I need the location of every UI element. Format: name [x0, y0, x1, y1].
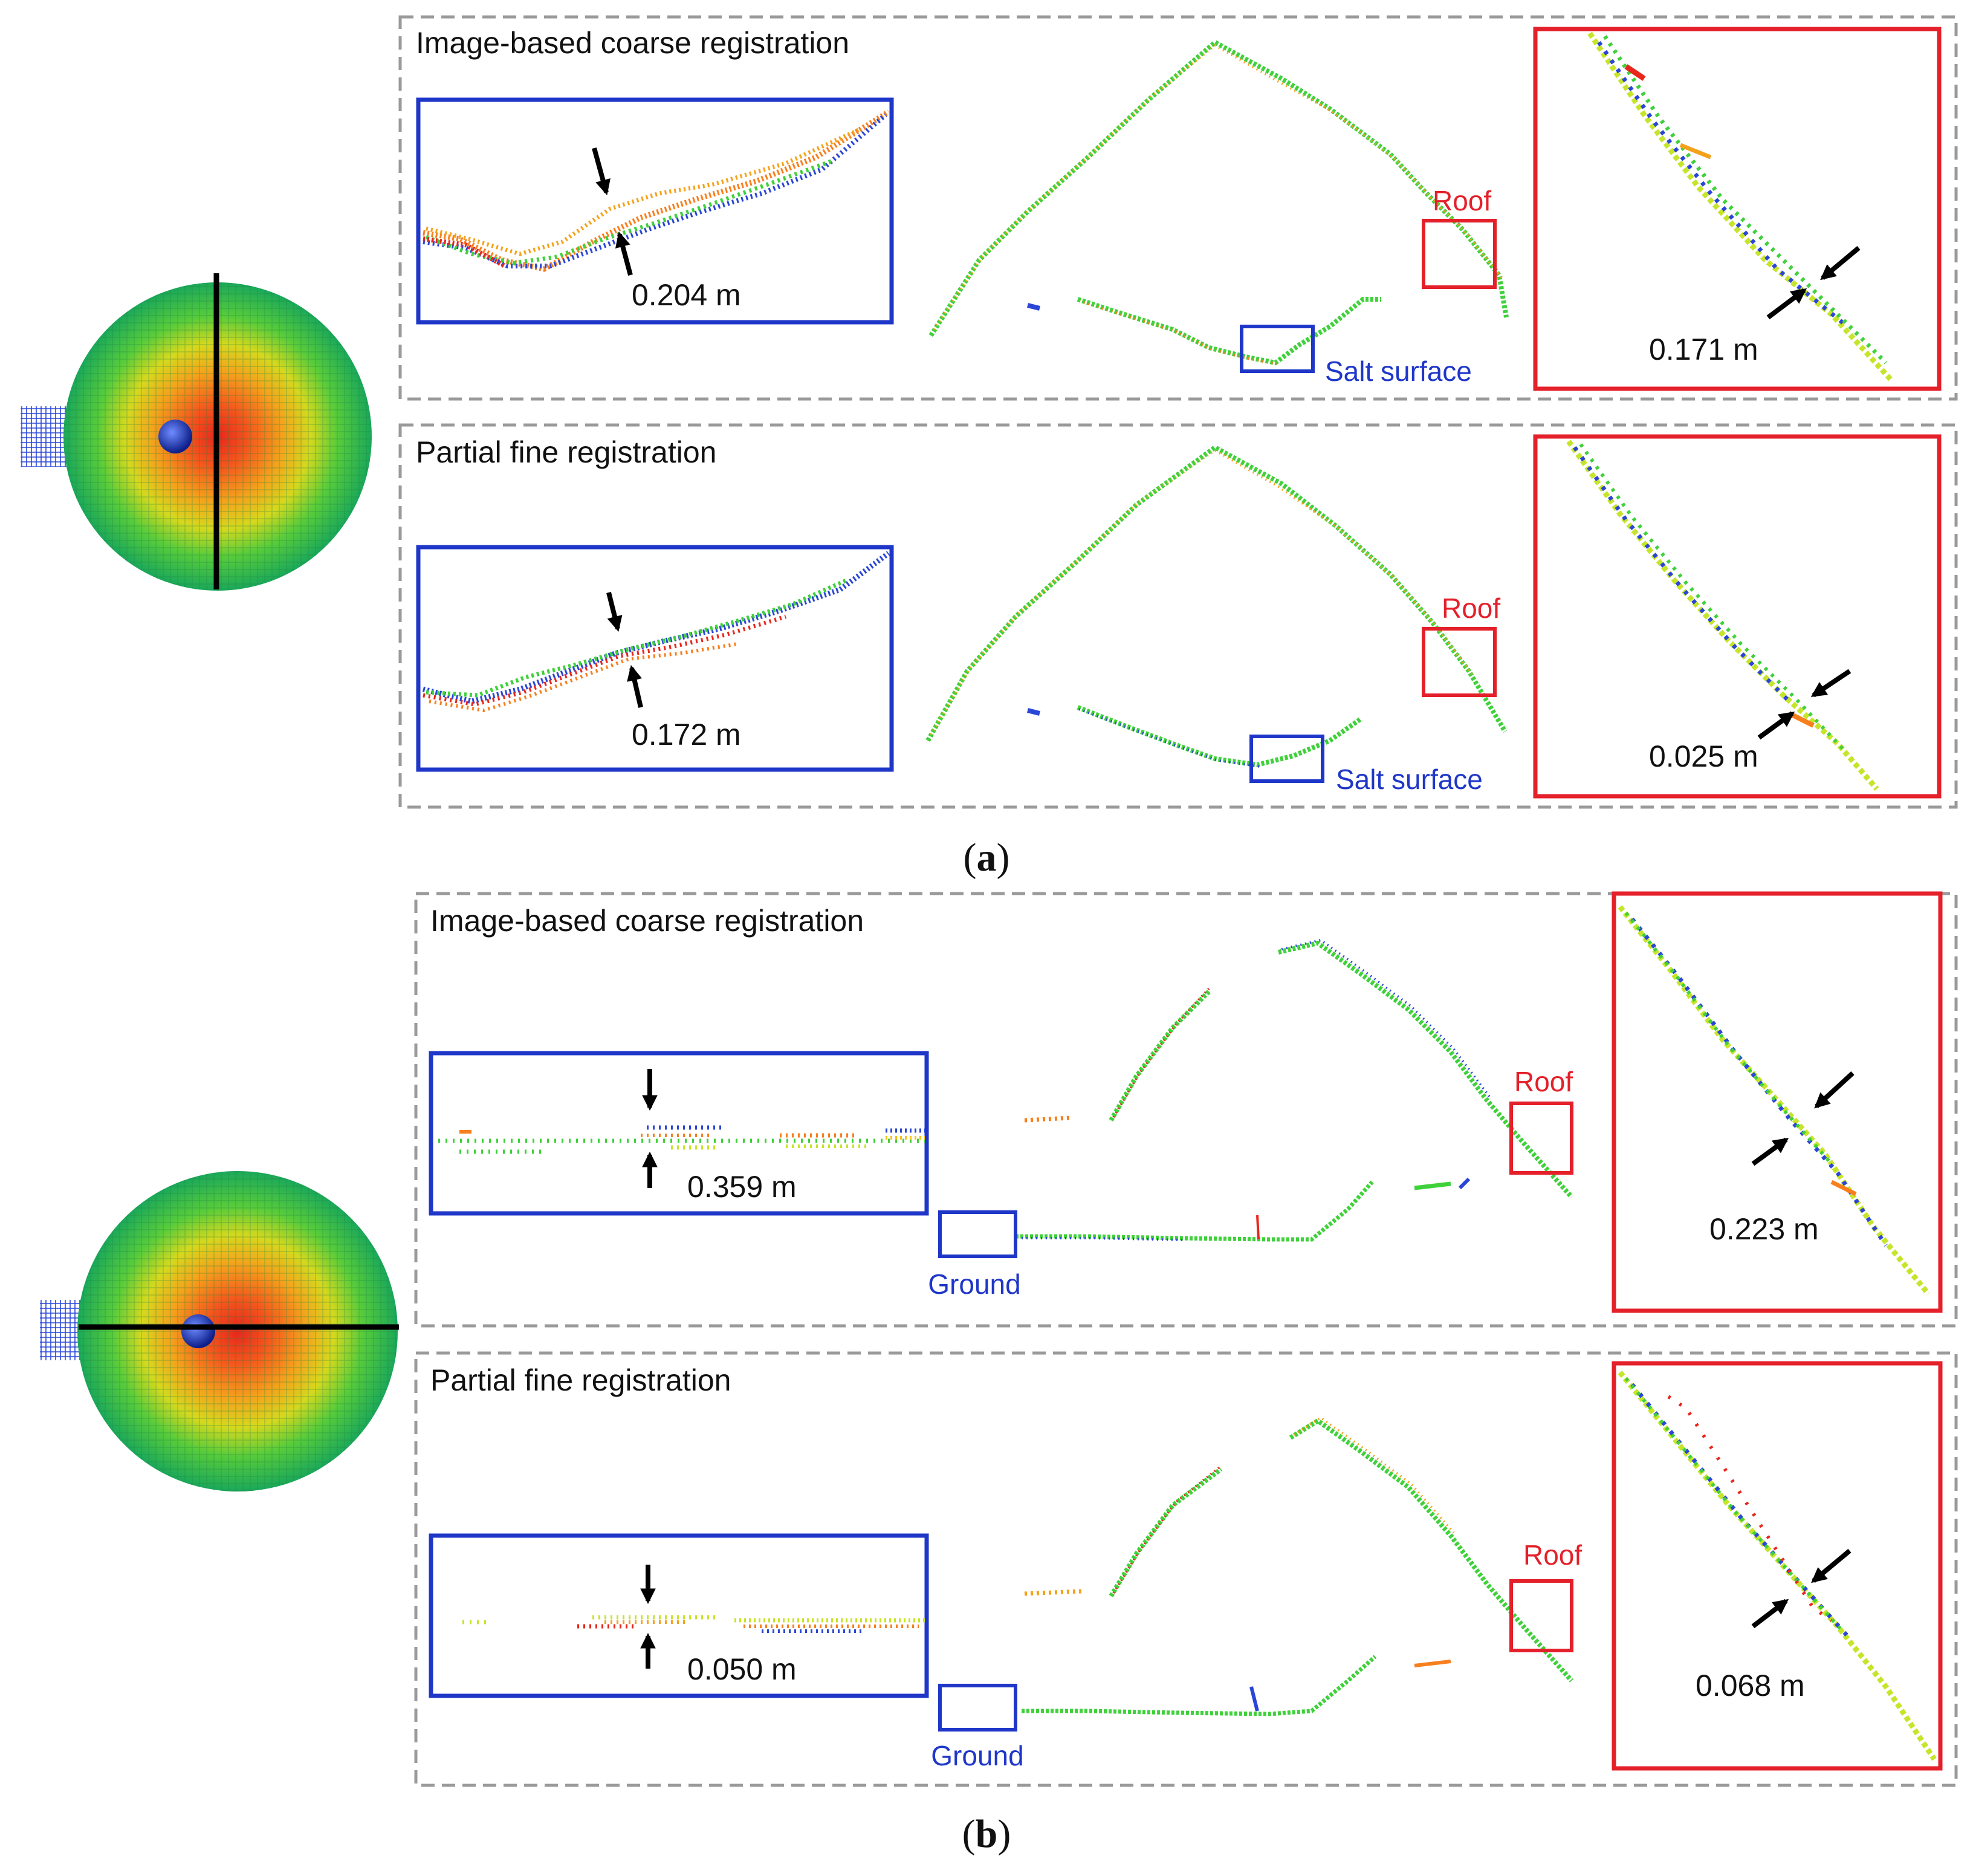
arrow-icon: [592, 147, 611, 195]
arrow-icon: [1811, 1548, 1852, 1583]
panel-border: [414, 1351, 1958, 1787]
zoom-point-cloud: [438, 1125, 925, 1154]
right-measurement: 0.025 m: [1649, 739, 1758, 773]
arrow-icon: [606, 592, 623, 632]
caption-a: (a): [964, 836, 1010, 880]
salt-surface-marker-box: [1240, 325, 1315, 373]
roof-profile: [1016, 938, 1573, 1242]
panel-b-fine: Partial fine registration 0.050 m Roof: [414, 1351, 1958, 1787]
arrow-icon: [627, 665, 643, 708]
right-measurement: 0.068 m: [1696, 1669, 1805, 1702]
salt-surface-label: Salt surface: [1325, 355, 1472, 387]
roof-zoom-point-cloud: [1618, 1371, 1937, 1761]
roof-marker-box: [1422, 627, 1497, 697]
arrow-icon: [1757, 711, 1795, 740]
scanner-position-ball: [181, 1314, 215, 1348]
ground-label: Ground: [931, 1740, 1023, 1771]
sphere-mesh-overlay: [77, 1171, 398, 1491]
left-measurement: 0.050 m: [687, 1652, 797, 1686]
arrow-icon: [1751, 1137, 1789, 1166]
caption-b: (b): [962, 1812, 1011, 1856]
salt-surface-zoom-box: [416, 97, 894, 325]
salt-surface-marker-box: [1249, 735, 1324, 783]
roof-zoom-point-cloud: [1587, 31, 1894, 383]
scanner-view-a: [21, 273, 372, 591]
ground-marker-box: [938, 1684, 1017, 1732]
roof-label: Roof: [1523, 1539, 1582, 1571]
panel-b-coarse: Image-based coarse registration 0.359 m: [414, 891, 1958, 1328]
arrow-icon: [1751, 1598, 1789, 1629]
arrow-icon: [1820, 245, 1861, 281]
left-measurement: 0.359 m: [687, 1170, 797, 1204]
ground-label: Ground: [928, 1268, 1020, 1300]
roof-profile: [925, 444, 1508, 768]
panel-border: [398, 15, 1958, 401]
roof-zoom-box: [1533, 434, 1942, 799]
salt-surface-label: Salt surface: [1336, 764, 1483, 795]
right-measurement: 0.171 m: [1649, 333, 1758, 366]
roof-label: Roof: [1514, 1066, 1573, 1097]
ground-zoom-box: [429, 1051, 929, 1216]
salt-surface-zoom-box: [416, 545, 894, 772]
scanner-view-b: [40, 1171, 399, 1491]
left-measurement: 0.172 m: [632, 718, 741, 751]
left-measurement: 0.204 m: [632, 278, 741, 312]
panel-title: Image-based coarse registration: [430, 904, 864, 938]
arrow-icon: [1814, 1071, 1855, 1109]
right-measurement: 0.223 m: [1709, 1212, 1819, 1246]
roof-marker-box: [1509, 1102, 1573, 1175]
roof-label: Roof: [1442, 592, 1500, 624]
ground-marker-box: [938, 1210, 1017, 1258]
scanner-position-ball: [158, 420, 192, 453]
arrow-icon: [1810, 669, 1852, 698]
roof-zoom-box: [1533, 27, 1942, 391]
roof-profile: [1022, 1416, 1573, 1716]
arrow-icon: [615, 232, 633, 276]
panel-a-coarse: Image-based coarse registration 0.204 m …: [398, 15, 1958, 401]
roof-label: Roof: [1433, 185, 1491, 216]
arrow-icon: [1766, 288, 1807, 320]
panel-a-fine: Partial fine registration 0.172 m Roof S…: [398, 423, 1958, 809]
panel-border: [414, 892, 1958, 1328]
panel-title: Partial fine registration: [430, 1363, 731, 1397]
roof-zoom-point-cloud: [1618, 905, 1931, 1296]
roof-marker-box: [1422, 219, 1497, 289]
zoom-point-cloud: [462, 1615, 925, 1633]
panel-border: [398, 423, 1958, 809]
zoom-point-cloud: [422, 551, 890, 713]
panel-title: Partial fine registration: [416, 435, 716, 469]
panel-title: Image-based coarse registration: [416, 26, 849, 60]
roof-profile: [928, 39, 1509, 366]
roof-marker-box: [1509, 1579, 1573, 1652]
roof-zoom-box: [1612, 1361, 1943, 1771]
